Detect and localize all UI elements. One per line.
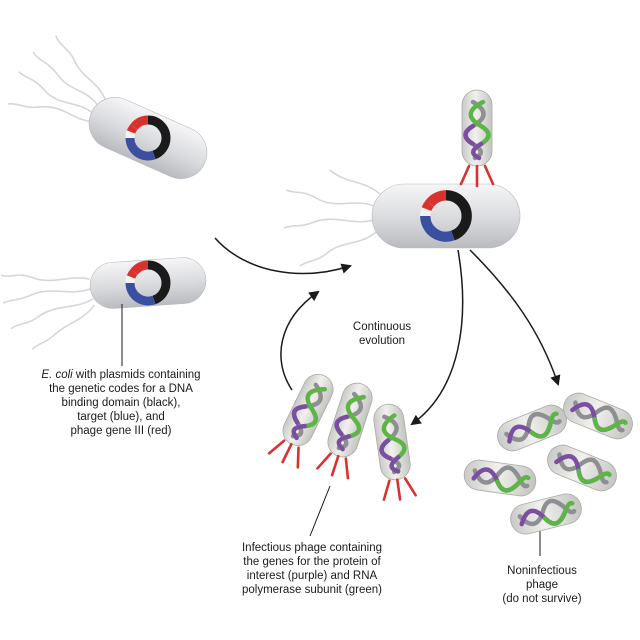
ecoli-caption: E. coli with plasmids containing the gen…: [28, 368, 214, 438]
arrow-continuous-evolution: [280, 290, 320, 391]
infectious-caption-line1: Infectious phage containing: [241, 542, 383, 554]
noninfectious-caption-line1: Noninfectious: [507, 565, 577, 577]
continuous-caption-line1: Continuous: [352, 321, 412, 333]
ecoli-cell-top: [7, 35, 208, 179]
ecoli-caption-line4: target (blue), and: [77, 411, 165, 423]
arrow-to-noninfectious-phage: [469, 249, 561, 386]
infectious-caption-line2: the genes for the protein of: [243, 556, 381, 568]
ecoli-cell-center: [283, 169, 521, 267]
infectious-phage-3: [371, 402, 416, 502]
ecoli-caption-line1: with plasmids containing: [72, 369, 201, 381]
noninfectious-caption-line3: (do not survive): [502, 593, 582, 605]
infectious-phage-1: [268, 369, 339, 469]
ecoli-caption-italic: E. coli: [41, 369, 73, 381]
ecoli-cell-bottom: [0, 257, 207, 350]
infectious-phage-caption: Infectious phage containing the genes fo…: [222, 541, 402, 597]
noninfectious-phage-3: [462, 458, 537, 498]
infectious-caption-line3: interest (purple) and RNA: [246, 570, 378, 582]
pointer-line-infectious: [309, 485, 331, 537]
continuous-evolution-caption: Continuous evolution: [334, 320, 430, 348]
ecoli-caption-line2: the genetic codes for a DNA: [49, 383, 193, 395]
infecting-phage: [461, 90, 493, 186]
noninfectious-phage-5: [507, 491, 584, 538]
ecoli-caption-line5: phage gene III (red): [70, 425, 172, 437]
noninfectious-phage-2: [559, 389, 637, 444]
continuous-caption-line2: evolution: [358, 335, 406, 347]
noninfectious-caption-line2: phage: [526, 579, 558, 591]
arrow-to-infectious-phage: [410, 249, 464, 426]
noninfectious-phage-caption: Noninfectious phage (do not survive): [490, 564, 594, 606]
ecoli-caption-line3: binding domain (black),: [61, 397, 181, 409]
noninfectious-phage-4: [543, 441, 621, 496]
infectious-caption-line4: polymerase subunit (green): [242, 584, 382, 596]
arrow-to-center-cell: [214, 237, 353, 275]
